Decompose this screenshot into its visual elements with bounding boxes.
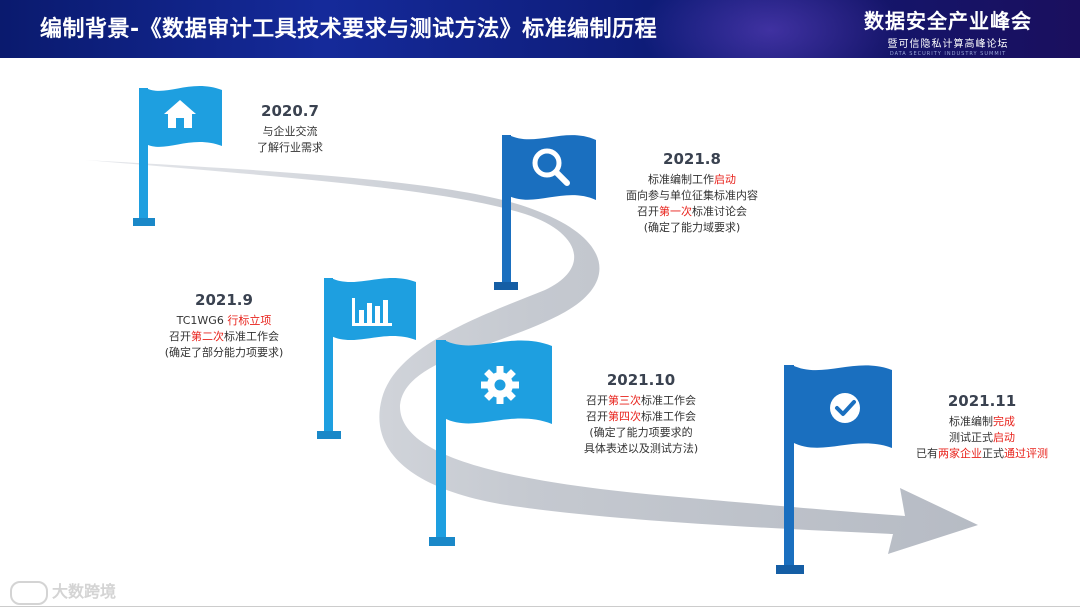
flag-2021-9 — [317, 278, 416, 439]
flag-2020-7 — [133, 86, 222, 226]
milestone-line: 召开第二次标准工作会 — [138, 329, 310, 345]
milestone-text: 标准编制工作 — [648, 173, 714, 186]
highlighted-text: 行标立项 — [227, 314, 271, 327]
milestone-line: 召开第四次标准工作会 — [568, 409, 714, 425]
summit-subtitle: 暨可信隐私计算高峰论坛 — [838, 35, 1058, 50]
flag-base — [133, 218, 155, 226]
milestone-text: 标准工作会 — [641, 410, 696, 423]
milestone-line: 具体表述以及测试方法) — [568, 441, 714, 457]
milestone-line: 与企业交流 — [240, 124, 340, 140]
milestone-text: 标准工作会 — [641, 394, 696, 407]
checkmark-icon — [830, 393, 860, 423]
milestone-line: 面向参与单位征集标准内容 — [602, 188, 782, 204]
gear-icon — [481, 366, 519, 404]
milestone-line: (确定了能力域要求) — [602, 220, 782, 236]
milestone-line: 测试正式启动 — [892, 430, 1072, 446]
highlighted-text: 启动 — [714, 173, 736, 186]
highlighted-text: 第三次 — [608, 394, 641, 407]
watermark-text: 大数跨境 — [52, 582, 116, 601]
highlighted-text: 完成 — [993, 415, 1015, 428]
flag-base — [317, 431, 341, 439]
flag-base — [776, 565, 804, 574]
summit-logo: 数据安全产业峰会 暨可信隐私计算高峰论坛 DATA SECURITY INDUS… — [838, 5, 1058, 57]
milestone-text: TC1WG6 — [177, 314, 228, 327]
highlighted-text: 两家企业 — [938, 447, 982, 460]
milestone-text: 正式 — [982, 447, 1004, 460]
milestone-line: 标准编制完成 — [892, 414, 1072, 430]
milestone-line: 召开第三次标准工作会 — [568, 393, 714, 409]
milestone-text: 召开 — [637, 205, 659, 218]
summit-name: 数据安全产业峰会 — [838, 5, 1058, 34]
watermark-logo-icon — [10, 581, 48, 605]
flag-base — [494, 282, 518, 290]
milestone-text: 标准编制 — [949, 415, 993, 428]
milestone-text: 召开 — [169, 330, 191, 343]
milestone-text: 标准工作会 — [224, 330, 279, 343]
milestone-date: 2021.8 — [602, 150, 782, 168]
milestone-text: 具体表述以及测试方法) — [584, 442, 698, 455]
highlighted-text: 通过评测 — [1004, 447, 1048, 460]
highlighted-text: 第四次 — [608, 410, 641, 423]
flag-base — [429, 537, 455, 546]
milestone-line: 召开第一次标准讨论会 — [602, 204, 782, 220]
milestone-line: 了解行业需求 — [240, 140, 340, 156]
flag-cloth — [331, 278, 416, 340]
milestone-text: 召开 — [586, 410, 608, 423]
milestone-line: TC1WG6 行标立项 — [138, 313, 310, 329]
milestone-text: (确定了能力域要求) — [644, 221, 741, 234]
highlighted-text: 第一次 — [659, 205, 692, 218]
flag-2021-10 — [429, 340, 552, 546]
milestone-2020-7: 2020.7 与企业交流了解行业需求 — [240, 102, 340, 156]
milestone-line: (确定了部分能力项要求) — [138, 345, 310, 361]
milestone-date: 2021.11 — [892, 392, 1072, 410]
watermark: 大数跨境 — [10, 578, 116, 605]
milestone-text: 测试正式 — [949, 431, 993, 444]
page-title: 编制背景-《数据审计工具技术要求与测试方法》标准编制历程 — [40, 11, 657, 43]
milestone-text: 了解行业需求 — [257, 141, 323, 154]
flag-cloth — [509, 135, 596, 200]
milestone-line: 标准编制工作启动 — [602, 172, 782, 188]
milestone-text: 标准讨论会 — [692, 205, 747, 218]
summit-english-name: DATA SECURITY INDUSTRY SUMMIT — [838, 51, 1058, 57]
highlighted-text: 启动 — [993, 431, 1015, 444]
footer-divider — [0, 606, 1080, 607]
milestone-date: 2020.7 — [240, 102, 340, 120]
milestone-text: 与企业交流 — [263, 125, 318, 138]
milestone-date: 2021.10 — [568, 371, 714, 389]
highlighted-text: 第二次 — [191, 330, 224, 343]
milestone-line: 已有两家企业正式通过评测 — [892, 446, 1072, 462]
milestone-text: 已有 — [916, 447, 938, 460]
milestone-text: (确定了部分能力项要求) — [165, 346, 284, 359]
milestone-text: (确定了能力项要求的 — [589, 426, 692, 439]
header-bar: 编制背景-《数据审计工具技术要求与测试方法》标准编制历程 数据安全产业峰会 暨可… — [0, 0, 1080, 58]
milestone-text: 召开 — [586, 394, 608, 407]
milestone-line: (确定了能力项要求的 — [568, 425, 714, 441]
flag-2021-11 — [776, 365, 892, 574]
milestone-date: 2021.9 — [138, 291, 310, 309]
milestone-text: 面向参与单位征集标准内容 — [626, 189, 758, 202]
